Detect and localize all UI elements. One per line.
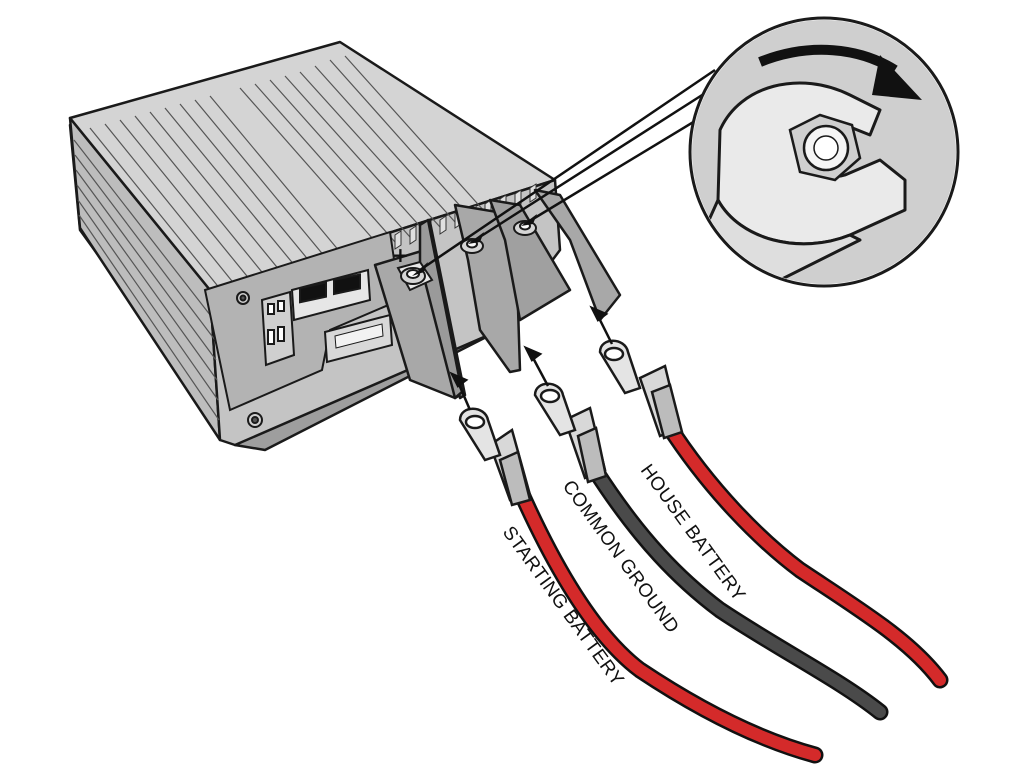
clockwise-arrow-icon [758,44,922,100]
zoom-detail-circle [688,16,960,288]
cable-starting-battery [511,481,824,764]
heatsink-fins [89,55,486,296]
front-panel [203,230,402,428]
side-fin-lines [73,139,220,421]
terminal-nut-icon [460,238,484,254]
ring-terminal-ground [533,382,608,484]
callout-lines [419,68,716,272]
terminal-nut-icon [788,113,862,182]
ring-terminal-starting [458,407,532,507]
cable-house-battery [659,416,949,689]
dip-switch [323,313,394,364]
callout-arrowheads [412,214,537,276]
terminal-block-connector [260,290,296,367]
cable-common-ground [586,461,889,721]
terminal-nut-icon [513,220,537,236]
insertion-arrows [449,305,614,411]
rj45-ports [290,268,372,322]
ring-terminal-house [598,339,684,440]
positive-polarity-mark: + [392,243,409,267]
